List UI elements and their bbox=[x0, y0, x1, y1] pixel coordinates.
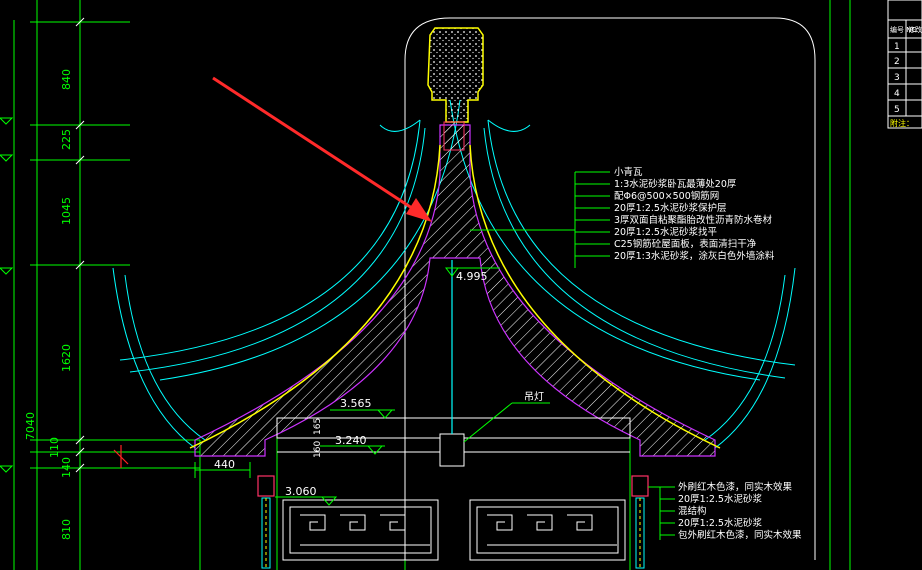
table-footer: 附注： bbox=[890, 118, 914, 128]
roof-finish-line-right bbox=[469, 144, 721, 449]
lamp-label: 吊灯 bbox=[524, 391, 544, 403]
roof-finish-line-left bbox=[189, 144, 441, 449]
left-dimension-chain bbox=[0, 0, 200, 570]
dim-1045: 1045 bbox=[60, 197, 73, 225]
dim-810: 810 bbox=[60, 519, 73, 540]
outline-frame bbox=[404, 17, 816, 560]
table-row-3: 3 bbox=[894, 73, 900, 83]
ceiling-beam bbox=[276, 417, 631, 467]
dim-140: 140 bbox=[60, 457, 73, 478]
roof-layer-7: C25钢筋砼屋面板，表面清扫干净 bbox=[614, 238, 757, 250]
dim-840: 840 bbox=[60, 69, 73, 90]
dim-165: 165 bbox=[313, 418, 323, 435]
left-column bbox=[257, 475, 275, 569]
table-header-col2: 修改 说明 bbox=[908, 25, 922, 34]
revision-table bbox=[887, 0, 922, 129]
table-row-5: 5 bbox=[894, 105, 900, 115]
table-row-4: 4 bbox=[894, 89, 900, 99]
dim-1620: 1620 bbox=[60, 344, 73, 372]
lattice-railing-right bbox=[469, 499, 626, 561]
dim-225: 225 bbox=[60, 129, 73, 150]
lattice-railing-left bbox=[282, 499, 439, 561]
dim-440: 440 bbox=[214, 458, 235, 471]
right-column bbox=[631, 475, 649, 569]
lamp-leader bbox=[463, 402, 513, 443]
elevation-3060: 3.060 bbox=[285, 485, 317, 498]
column-layer-3: 混结构 bbox=[678, 505, 707, 517]
elevation-markers bbox=[275, 267, 500, 506]
roof-callout-leaders bbox=[470, 171, 610, 268]
column-layer-1: 外刷红木色漆，同实木效果 bbox=[678, 481, 793, 493]
table-header-col1: 编号 NO bbox=[890, 25, 917, 34]
roof-finial bbox=[427, 27, 484, 151]
elevation-3240: 3.240 bbox=[335, 434, 367, 447]
roof-layer-3: 配Φ6@500×500钢筋网 bbox=[614, 190, 719, 202]
roof-layer-1: 小青瓦 bbox=[614, 166, 643, 178]
table-row-2: 2 bbox=[894, 57, 900, 67]
table-row-1: 1 bbox=[894, 42, 900, 52]
dim-110: 110 bbox=[48, 437, 61, 458]
elevation-4995: 4.995 bbox=[456, 270, 488, 283]
left-dimension-ticks bbox=[75, 17, 85, 473]
column-callout-leaders bbox=[648, 486, 675, 540]
column-layer-2: 20厚1:2.5水泥砂浆 bbox=[678, 493, 762, 505]
dim-7040: 7040 bbox=[24, 412, 37, 440]
column-callout-text: 外刷红木色漆，同实木效果 20厚1:2.5水泥砂浆 混结构 20厚1:2.5水泥… bbox=[678, 481, 802, 541]
red-tick-mark bbox=[113, 445, 129, 468]
elevation-3565: 3.565 bbox=[340, 397, 372, 410]
roof-layer-5: 3厚双面自粘聚酯胎改性沥青防水卷材 bbox=[614, 214, 773, 226]
roof-layer-8: 20厚1:3水泥砂浆，涂灰白色外墙涂料 bbox=[614, 250, 775, 262]
roof-callout-text: 小青瓦 1:3水泥砂浆卧瓦最薄处20厚 配Φ6@500×500钢筋网 20厚1:… bbox=[614, 166, 775, 262]
roof-layer-4: 20厚1:2.5水泥砂浆保护层 bbox=[614, 202, 726, 214]
column-layer-5: 包外刷红木色漆，同实木效果 bbox=[678, 529, 802, 541]
column-layer-4: 20厚1:2.5水泥砂浆 bbox=[678, 517, 762, 529]
annotation-arrow bbox=[212, 76, 432, 222]
eave-dimension-440 bbox=[194, 462, 251, 478]
roof-layer-6: 20厚1:2.5水泥砂浆找平 bbox=[614, 226, 717, 238]
roof-layer-2: 1:3水泥砂浆卧瓦最薄处20厚 bbox=[614, 178, 737, 190]
dim-160: 160 bbox=[313, 441, 323, 458]
